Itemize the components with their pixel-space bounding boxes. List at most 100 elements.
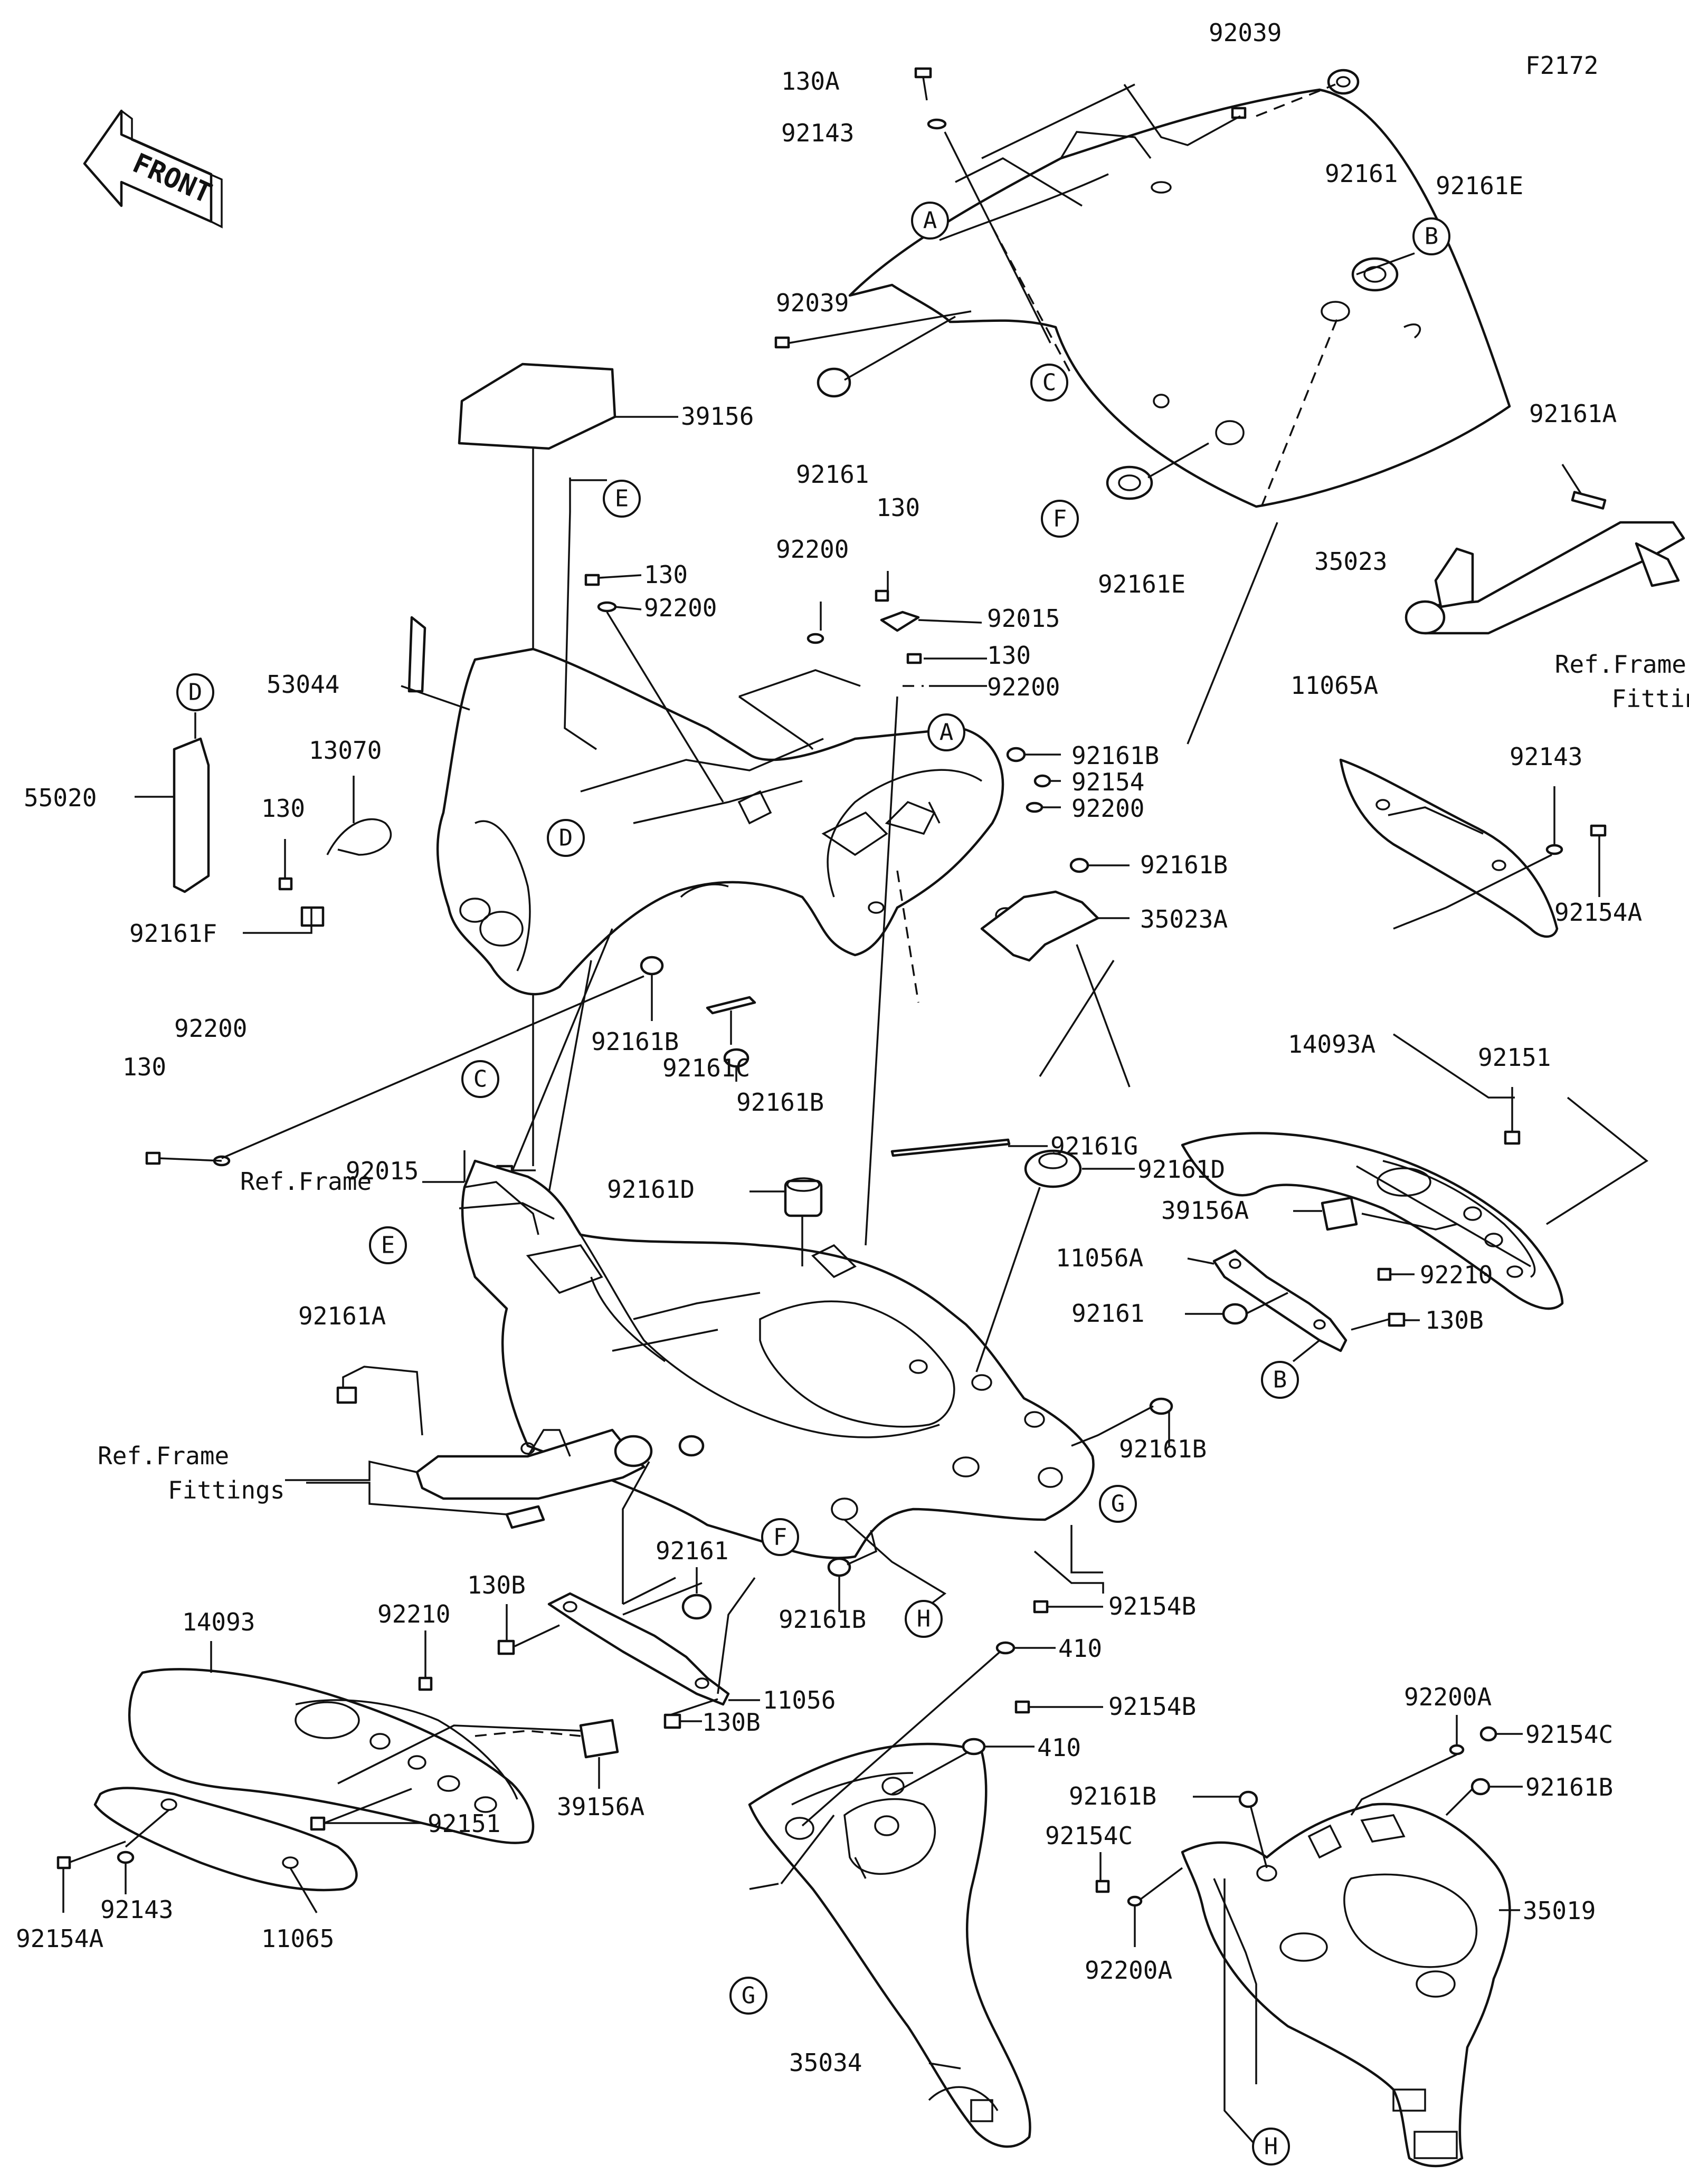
clip-92210-left — [418, 1676, 433, 1691]
label-92161A-left: 92161A — [298, 1302, 386, 1330]
label-92161-mid: 92161 — [796, 460, 869, 489]
label-11056A: 11056A — [1056, 1244, 1143, 1272]
svg-text:C: C — [473, 1066, 488, 1093]
grommet-92161B-e — [1149, 1397, 1173, 1415]
svg-text:E: E — [615, 485, 629, 512]
svg-text:A: A — [940, 719, 954, 746]
label-92154A-right: 92154A — [1554, 898, 1642, 927]
callout-H-bottom: H — [1252, 2128, 1290, 2166]
label-92143-left: 92143 — [100, 1895, 173, 1924]
front-arrow-icon: FRONT — [83, 109, 223, 228]
label-92210-right: 92210 — [1420, 1261, 1493, 1289]
screw-92039-left — [774, 336, 790, 349]
svg-text:D: D — [559, 825, 573, 852]
callout-E-mid: E — [369, 1226, 407, 1264]
label-92161E-top: 92161E — [1436, 171, 1523, 200]
ref-frame-fittings-line1-top: Ref.Frame — [1555, 650, 1686, 679]
grommet-92161-topright — [1327, 69, 1360, 95]
label-130-a: 130 — [644, 560, 688, 589]
callout-D-left: D — [176, 673, 214, 711]
bolt-130-b — [875, 589, 889, 602]
washer-92200-b — [806, 633, 824, 644]
screw-92154B-b — [1014, 1700, 1030, 1714]
callout-H-mid: H — [905, 1600, 943, 1638]
label-92200-d: 92200 — [1071, 794, 1144, 823]
grommet-92161E-bottom — [1106, 465, 1153, 500]
callout-D-mid: D — [547, 819, 585, 857]
svg-text:B: B — [1425, 223, 1439, 250]
callout-G-bottom: G — [729, 1977, 767, 2015]
svg-text:G: G — [1111, 1491, 1125, 1518]
damper-92161D-left — [784, 1177, 823, 1217]
svg-text:C: C — [1042, 369, 1057, 396]
bracket-11056A — [1212, 1249, 1348, 1352]
label-92200-a: 92200 — [644, 594, 717, 622]
label-130B-right: 130B — [1425, 1306, 1484, 1334]
bolt-92151-right — [1504, 1130, 1521, 1145]
label-92161C: 92161C — [662, 1054, 750, 1082]
bracket-11056 — [547, 1592, 730, 1706]
callout-F-top: F — [1041, 500, 1079, 538]
label-92161-right: 92161 — [1071, 1299, 1144, 1328]
label-11065A: 11065A — [1291, 671, 1378, 700]
label-92200A-top: 92200A — [1404, 1683, 1492, 1711]
clip-92161C — [706, 996, 756, 1015]
label-39156A-right: 39156A — [1161, 1196, 1249, 1225]
bolt-130-left — [278, 877, 293, 891]
label-92154A-left: 92154A — [16, 1924, 103, 1953]
label-92161B-f: 92161B — [779, 1605, 866, 1634]
seat-pad-39156 — [458, 363, 616, 450]
label-130-left: 130 — [261, 794, 305, 823]
clip-92015-top — [880, 611, 920, 632]
pad-39156A-left — [579, 1719, 619, 1759]
svg-text:B: B — [1273, 1367, 1287, 1394]
label-92143-right: 92143 — [1510, 742, 1582, 771]
clip-92210-right — [1377, 1267, 1392, 1281]
damper-92161D-right — [1024, 1149, 1082, 1188]
ref-frame-label: Ref.Frame — [240, 1167, 372, 1196]
washer-92200A-bottom — [1127, 1895, 1143, 1907]
label-92154B-b: 92154B — [1108, 1692, 1196, 1721]
svg-text:G: G — [742, 1982, 756, 2009]
svg-text:H: H — [1264, 2133, 1278, 2160]
label-92161B-b: 92161B — [1140, 851, 1228, 879]
grommet-92161B-h — [1470, 1778, 1491, 1796]
label-130-b: 130 — [876, 493, 920, 522]
ref-frame-fittings-line2-bottom: Fittings — [168, 1476, 285, 1504]
label-92161B-c: 92161B — [591, 1027, 679, 1056]
label-92200-left: 92200 — [174, 1014, 247, 1043]
callout-A-top: A — [911, 202, 949, 240]
label-14093: 14093 — [182, 1608, 255, 1636]
grommet-92161-right — [1222, 1303, 1248, 1325]
label-410-a: 410 — [1058, 1634, 1102, 1663]
label-92161B-e: 92161B — [1119, 1435, 1207, 1463]
label-14093A: 14093A — [1288, 1030, 1375, 1058]
label-92161B-h: 92161B — [1525, 1773, 1613, 1801]
bolt-130-a — [584, 574, 600, 586]
bolt-130B-right — [1388, 1312, 1406, 1327]
callout-F-mid: F — [761, 1518, 799, 1556]
strip-92161G — [890, 1138, 1011, 1157]
label-35019: 35019 — [1523, 1896, 1596, 1925]
screw-92154A-left — [56, 1856, 71, 1870]
washer-410-b — [962, 1738, 986, 1756]
label-130A: 130A — [781, 67, 840, 96]
label-35034: 35034 — [789, 2048, 862, 2077]
label-92161-low: 92161 — [656, 1537, 728, 1565]
label-92039-top: 92039 — [1209, 18, 1282, 47]
screw-92154A-right — [1590, 824, 1607, 837]
heat-guard-14093A — [1181, 1132, 1564, 1310]
grommet-92161-mid — [817, 367, 851, 398]
frame-fitting-bracket-bottom — [415, 1428, 653, 1529]
bolt-130B-a — [497, 1639, 515, 1655]
label-92154C-left: 92154C — [1045, 1821, 1133, 1850]
washer-92143-left — [117, 1851, 135, 1864]
rear-fender-35023 — [848, 88, 1511, 508]
screw-92154 — [1033, 774, 1051, 788]
label-92200A-bottom: 92200A — [1085, 1956, 1172, 1985]
label-39156-top: 39156 — [681, 402, 754, 431]
pad-92161A — [336, 1386, 357, 1404]
callout-G-mid: G — [1099, 1485, 1137, 1523]
